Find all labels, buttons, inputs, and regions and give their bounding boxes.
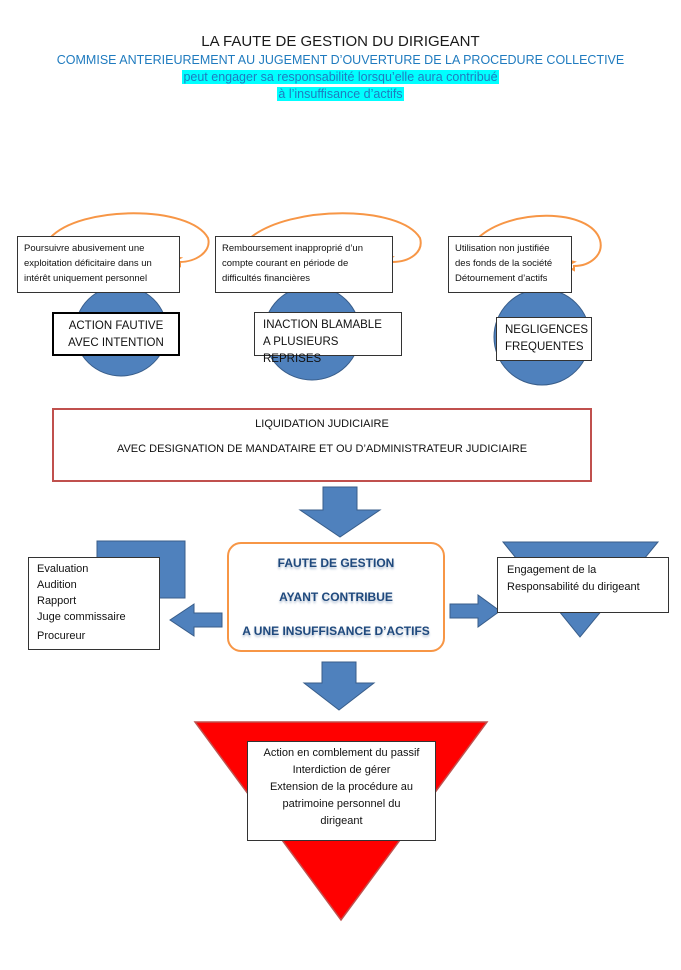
fault-1-line-2: exploitation déficitaire dans un [24,258,152,269]
procedure-item: Evaluation [37,563,89,575]
engagement-box: Engagement de la Responsabilité du dirig… [497,557,669,613]
fault-3-line-1: Utilisation non justifiée [455,243,550,254]
sanction-item: Interdiction de gérer [292,764,391,776]
highlight-line-2: à l’insuffisance d’actifs [0,87,681,101]
procedure-item: Audition [37,579,77,591]
fault-category-3: NEGLIGENCES FREQUENTES [496,317,592,361]
center-line-1: FAUTE DE GESTION [277,556,395,570]
fault-2-line-3: difficultés financières [222,273,311,284]
fault-2-line-2: compte courant en période de [222,258,349,269]
curved-arrow-2 [247,212,422,269]
procedure-item: Juge commissaire [37,611,126,623]
sanctions-box: Action en comblement du passif Interdict… [247,741,436,841]
fault-category-1: ACTION FAUTIVE AVEC INTENTION [52,312,180,356]
left-arrow [169,603,223,637]
category-3-line-2: FREQUENTES [505,341,584,353]
category-2-line-2: A PLUSIEURS REPRISES [263,336,339,365]
sanction-item: patrimoine personnel du [282,798,401,810]
fault-description-2: Remboursement inapproprié d’un compte co… [215,236,393,293]
fault-3-line-2: des fonds de la société [455,258,553,269]
category-1-line-2: AVEC INTENTION [68,337,164,349]
highlight-line-1: peut engager sa responsabilité lorsqu’el… [0,70,681,84]
liquidation-box: LIQUIDATION JUDICIAIRE AVEC DESIGNATION … [52,408,592,482]
liquidation-line-1: LIQUIDATION JUDICIAIRE [255,418,389,430]
center-line-3: A UNE INSUFFISANCE D’ACTIFS [242,624,430,638]
fault-description-1: Poursuivre abusivement une exploitation … [17,236,180,293]
center-line-2: AYANT CONTRIBUE [279,590,393,604]
procedure-item: Rapport [37,595,77,607]
engagement-line-2: Responsabilité du dirigeant [507,581,640,593]
page-subtitle: COMMISE ANTERIEUREMENT AU JUGEMENT D’OUV… [56,53,625,67]
liquidation-line-2: AVEC DESIGNATION DE MANDATAIRE ET OU D’A… [116,443,528,455]
category-2-line-1: INACTION BLAMABLE [263,319,382,331]
fault-2-line-1: Remboursement inapproprié d’un [222,243,363,254]
down-arrow-2 [302,661,376,711]
center-fault-box: FAUTE DE GESTION AYANT CONTRIBUE A UNE I… [227,542,445,652]
sanction-item: Action en comblement du passif [263,747,420,759]
right-arrow [449,594,501,628]
fault-1-line-3: intérêt uniquement personnel [24,273,148,284]
category-3-line-1: NEGLIGENCES [505,324,589,336]
procedure-list-box: Evaluation Audition Rapport Juge commiss… [28,557,160,650]
down-arrow-1 [298,486,382,538]
highlight-text-2: à l’insuffisance d’actifs [277,87,404,101]
page-title: LA FAUTE DE GESTION DU DIRIGEANT [201,33,480,50]
category-1-line-1: ACTION FAUTIVE [68,320,164,332]
fault-1-line-1: Poursuivre abusivement une [24,243,145,254]
engagement-line-1: Engagement de la [507,564,597,576]
fault-3-line-3: Détournement d’actifs [455,273,548,284]
sanction-item: dirigeant [320,815,363,827]
fault-description-3: Utilisation non justifiée des fonds de l… [448,236,572,293]
sanction-item: Extension de la procédure au [269,781,414,793]
procedure-item: Procureur [37,630,86,642]
curved-arrow-1 [48,212,210,268]
curved-arrow-3 [475,214,602,272]
highlight-text-1: peut engager sa responsabilité lorsqu’el… [182,70,499,84]
fault-category-2: INACTION BLAMABLE A PLUSIEURS REPRISES [254,312,402,365]
